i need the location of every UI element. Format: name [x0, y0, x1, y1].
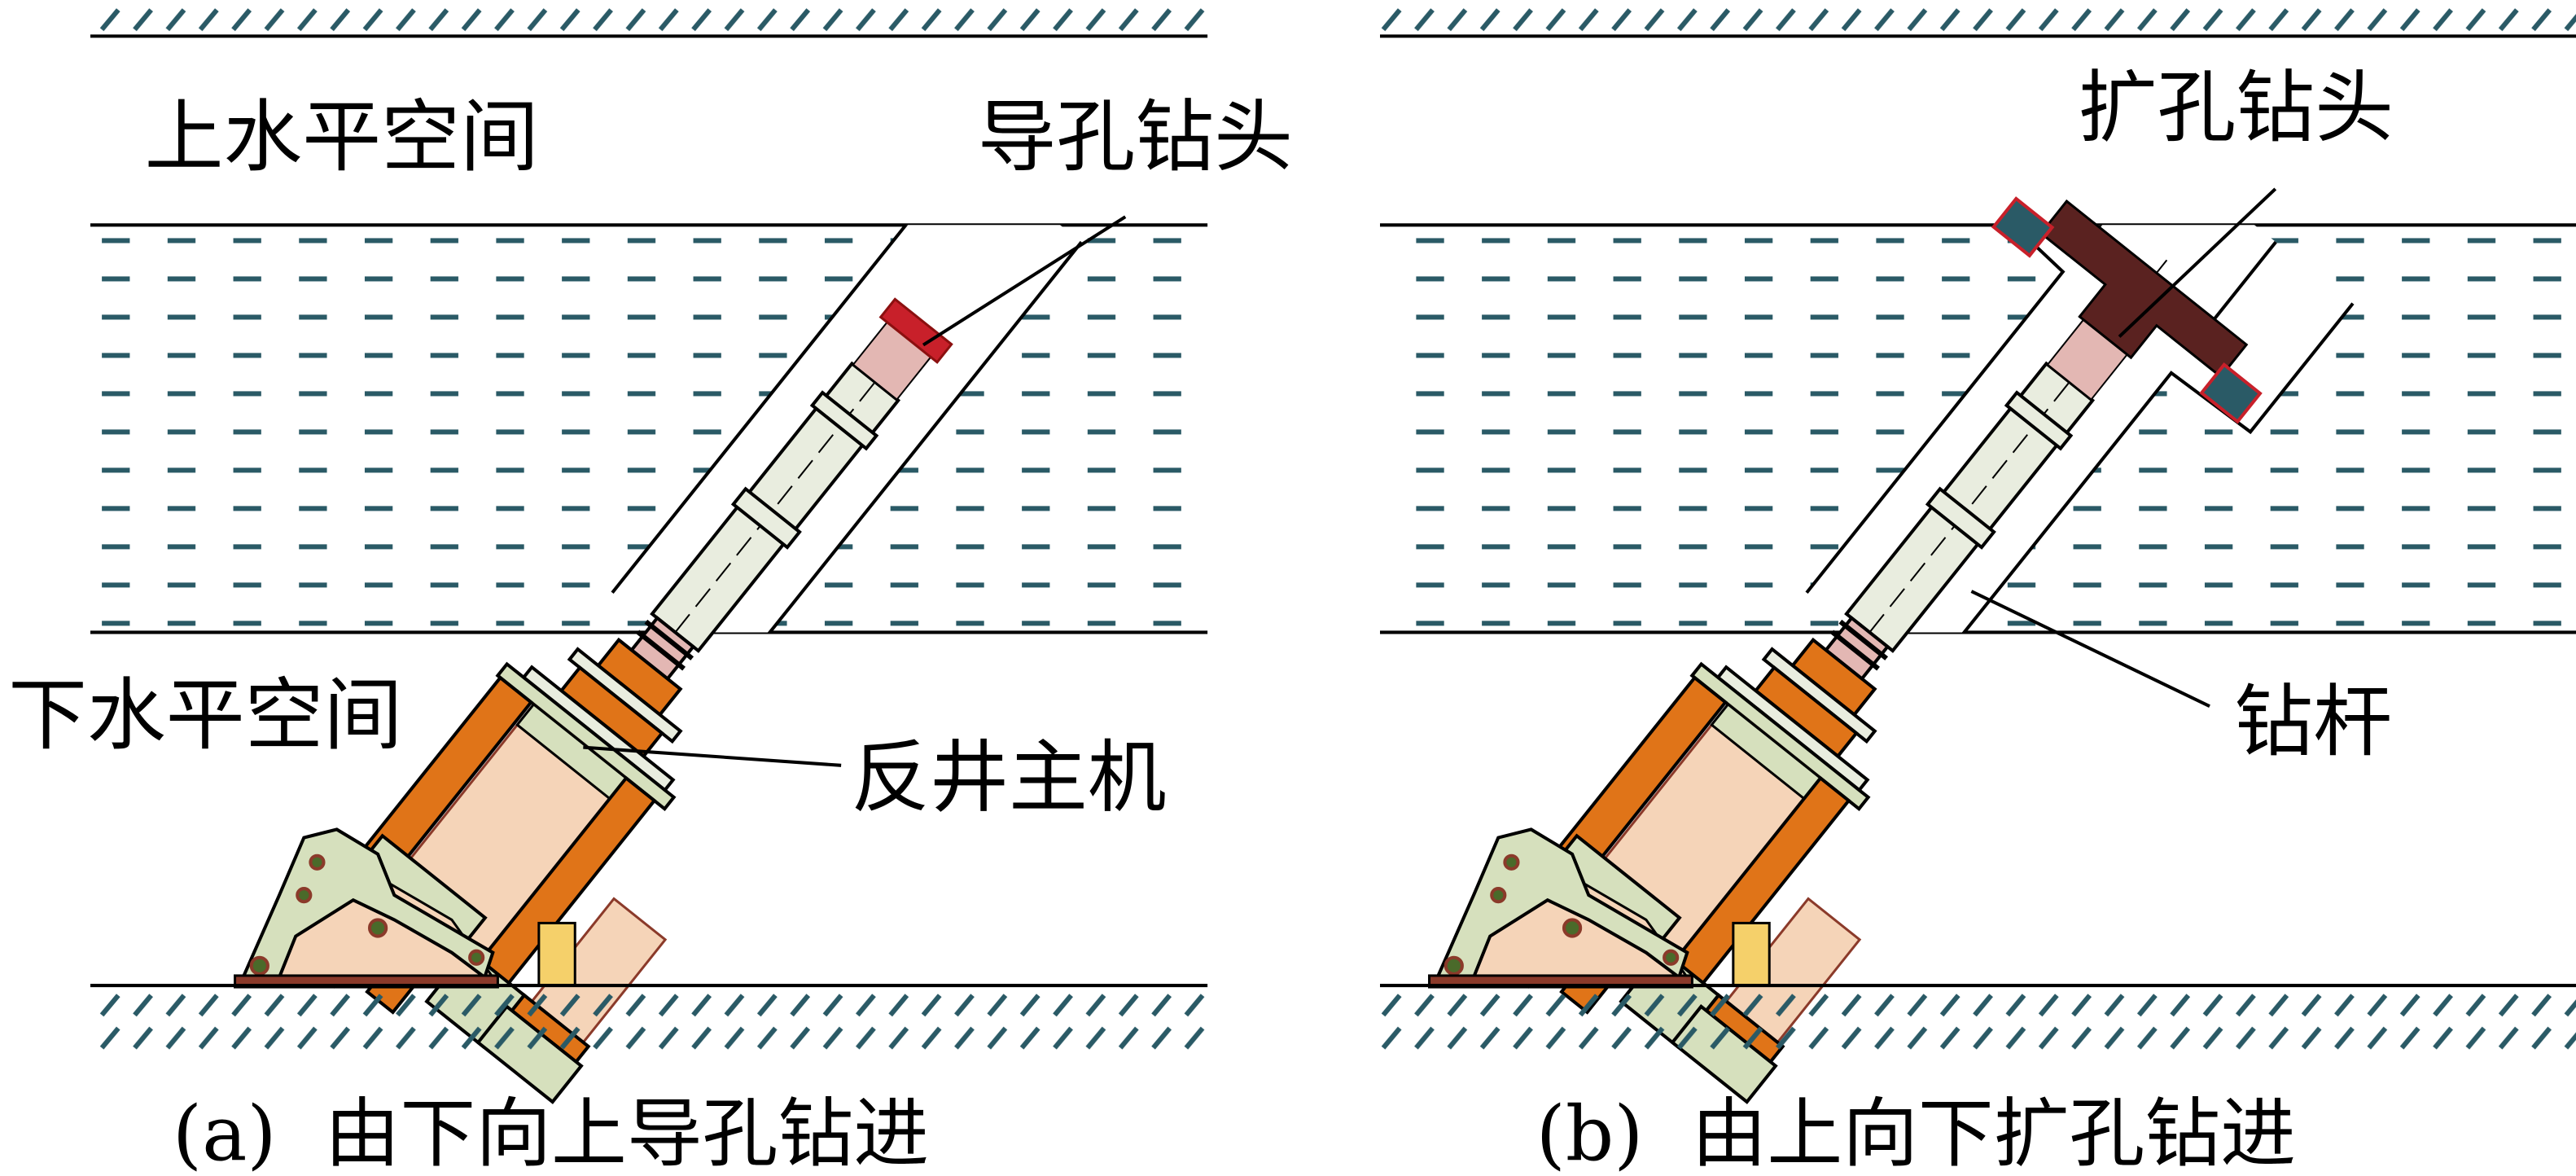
drill-rod-label: 钻杆	[2234, 676, 2392, 768]
drill-rod	[1844, 196, 2263, 653]
pilot-bit-label: 导孔钻头	[978, 91, 1293, 183]
pilot-bit-leader	[922, 215, 1127, 347]
drill-rod-leader	[1970, 590, 2210, 709]
ground-hatch	[90, 994, 1208, 1053]
caption-a: (a) 由下向上导孔钻进	[173, 1090, 929, 1176]
upper-space-label: 上水平空间	[145, 91, 539, 183]
caption-b: (b) 由上向下扩孔钻进	[1536, 1090, 2296, 1176]
drill-rod	[650, 297, 953, 653]
machine-leader	[583, 745, 842, 767]
lower-space-label: 下水平空间	[8, 669, 402, 761]
roof-hatch	[90, 0, 1208, 33]
roof-hatch	[1380, 0, 2576, 33]
reamer-bit-leader	[2118, 187, 2277, 338]
main-machine-label: 反井主机	[851, 731, 1166, 823]
panel-b: 扩孔钻头 钻杆 (b) 由上向下扩孔钻进	[1380, 0, 2576, 1176]
pilot-bit	[878, 297, 953, 364]
ground-hatch	[1380, 994, 2576, 1053]
reamer-bit-label: 扩孔钻头	[2079, 61, 2394, 153]
reamer-bit	[1991, 196, 2263, 424]
panel-a: 上水平空间 导孔钻头 下水平空间 反井主机 (a) 由下向上导孔钻进	[8, 0, 1293, 1176]
